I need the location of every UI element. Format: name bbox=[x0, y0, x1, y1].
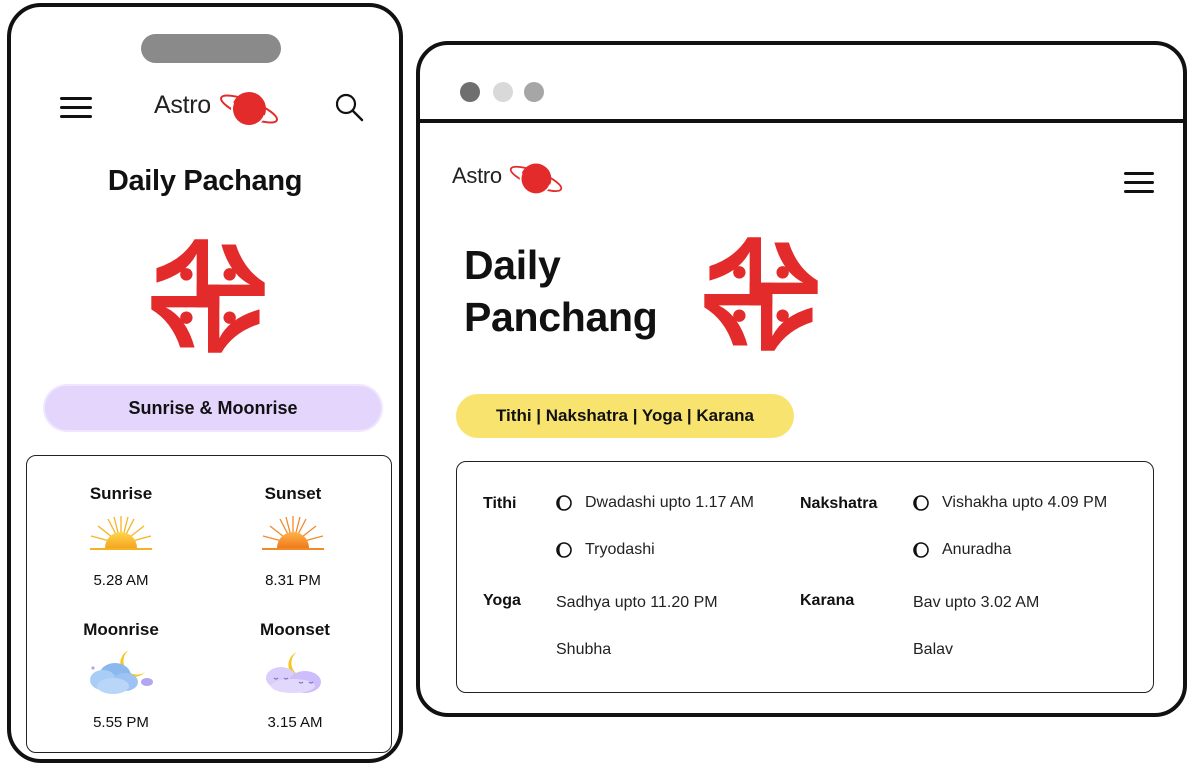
window-dot-1[interactable] bbox=[460, 82, 480, 102]
tithi-value-2: Tryodashi bbox=[556, 541, 655, 559]
nakshatra-label: Nakshatra bbox=[800, 495, 878, 512]
browser-window-frame: Astro Daily Panchang Tithi | Nakshatra |… bbox=[416, 41, 1187, 717]
crescent-moon-icon bbox=[556, 542, 572, 558]
yoga-label: Yoga bbox=[483, 592, 521, 609]
sunrise-time: 5.28 AM bbox=[93, 572, 149, 589]
sunrise-label: Sunrise bbox=[89, 484, 153, 503]
logo-text: Astro bbox=[154, 91, 211, 119]
astro-logo[interactable]: Astro bbox=[154, 85, 280, 131]
window-dot-2[interactable] bbox=[493, 82, 513, 102]
page-title: Daily Panchang bbox=[464, 239, 658, 343]
moonrise-cell: Moonrise 5.55 PM bbox=[51, 620, 191, 731]
karana-label: Karana bbox=[800, 592, 855, 609]
karana-value-1: Bav upto 3.02 AM bbox=[913, 594, 1040, 611]
hamburger-menu-icon[interactable] bbox=[1124, 170, 1154, 196]
yoga-value-2: Shubha bbox=[556, 641, 612, 658]
astro-logo[interactable]: Astro bbox=[452, 157, 563, 199]
sunset-cell: Sunset 8.31 PM bbox=[223, 484, 363, 594]
phone-notch bbox=[141, 34, 281, 63]
sunset-label: Sunset bbox=[264, 484, 322, 503]
karana-value-2: Balav bbox=[913, 641, 954, 658]
sunrise-cell: Sunrise 5.28 AM bbox=[51, 484, 191, 594]
logo-text: Astro bbox=[452, 163, 502, 188]
yoga-value-1: Sadhya upto 11.20 PM bbox=[556, 594, 718, 611]
crescent-moon-icon bbox=[913, 495, 929, 511]
moonset-time: 3.15 AM bbox=[267, 714, 323, 731]
sunset-time: 8.31 PM bbox=[265, 572, 321, 589]
moonrise-label: Moonrise bbox=[83, 620, 159, 639]
window-dot-3[interactable] bbox=[524, 82, 544, 102]
planet-logo-icon bbox=[220, 92, 278, 127]
tithi-value-1: Dwadashi upto 1.17 AM bbox=[556, 494, 754, 512]
nakshatra-value-2: Anuradha bbox=[913, 541, 1011, 559]
timings-card: Sunrise 5.28 AM Sunset bbox=[26, 455, 392, 753]
mobile-device-frame: Astro Daily Pachang Sunrise & Moonrise S… bbox=[7, 3, 403, 763]
moonrise-icon bbox=[90, 650, 153, 694]
swastika-icon bbox=[151, 239, 265, 353]
swastika-icon bbox=[704, 237, 818, 351]
moonset-label: Moonset bbox=[260, 620, 330, 639]
page-title-line-1: Daily bbox=[464, 242, 561, 288]
search-icon[interactable] bbox=[333, 91, 365, 123]
crescent-moon-icon bbox=[913, 542, 929, 558]
tithi-label: Tithi bbox=[483, 495, 517, 512]
tithi-nakshatra-yoga-karana-tab[interactable]: Tithi | Nakshatra | Yoga | Karana bbox=[456, 394, 794, 438]
hamburger-menu-icon[interactable] bbox=[60, 93, 92, 121]
sunrise-icon bbox=[90, 516, 152, 550]
nakshatra-value-1: Vishakha upto 4.09 PM bbox=[913, 494, 1107, 512]
moonset-cell: Moonset 3.15 AM bbox=[225, 620, 365, 731]
sunrise-moonrise-tab[interactable]: Sunrise & Moonrise bbox=[45, 386, 381, 430]
moonrise-time: 5.55 PM bbox=[93, 714, 149, 731]
browser-toolbar-divider bbox=[420, 119, 1183, 123]
moonset-icon bbox=[266, 652, 321, 693]
panchang-card: Tithi Dwadashi upto 1.17 AM Tryodashi Na… bbox=[456, 461, 1154, 693]
page-title: Daily Pachang bbox=[107, 165, 303, 197]
crescent-moon-icon bbox=[556, 495, 572, 511]
planet-logo-icon bbox=[509, 163, 563, 196]
sunset-icon bbox=[262, 516, 324, 550]
page-title-line-2: Panchang bbox=[464, 294, 658, 340]
